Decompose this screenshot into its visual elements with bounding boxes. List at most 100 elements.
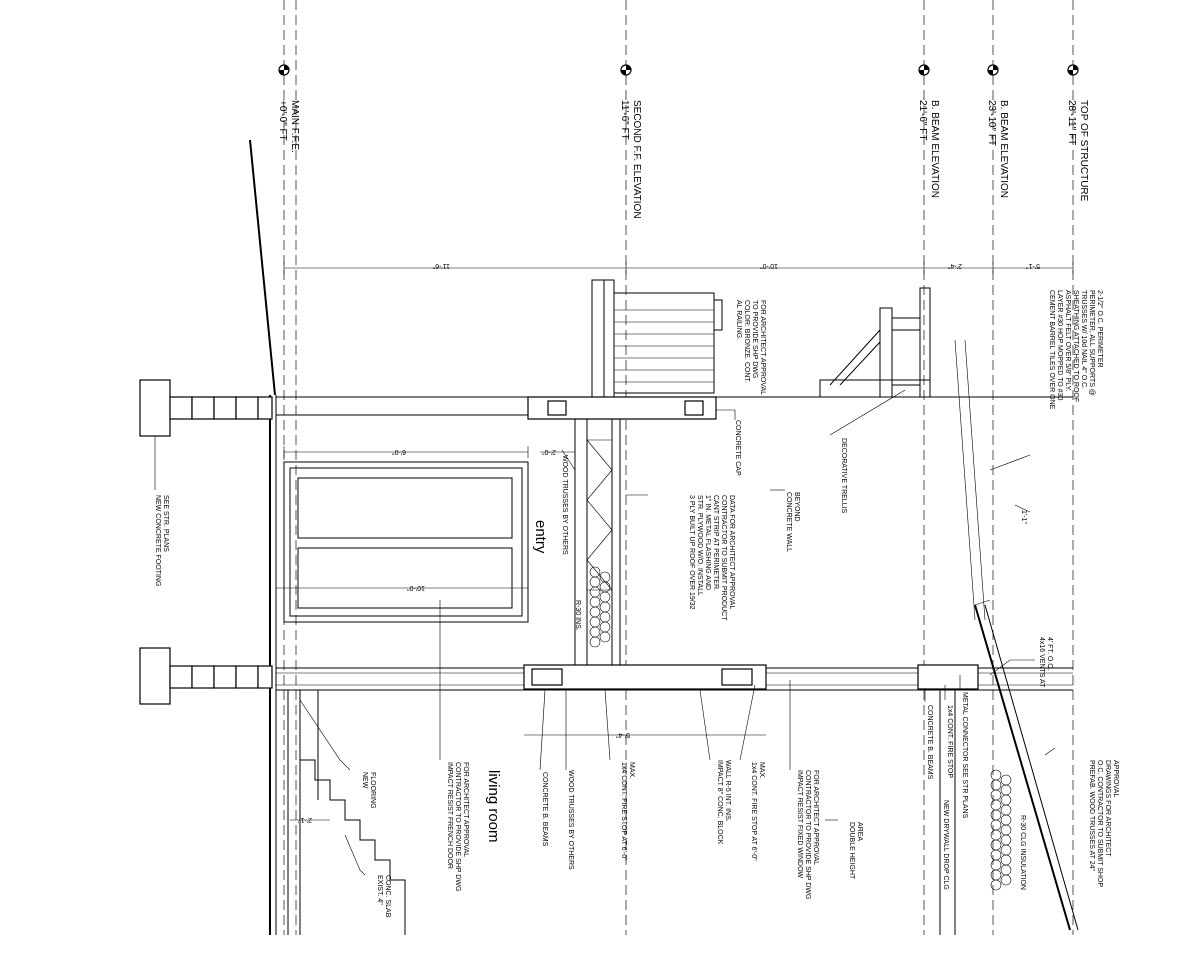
note-line: ASPHALT FELT OVER 5/8" PLY. [1064, 290, 1071, 391]
note-line: PREFAB. WOOD TRUSSES AT 24" [1088, 760, 1095, 872]
note-line: 3 PLY BUILT UP ROOF OVER 19/32 [688, 495, 695, 610]
dimension-text: 10'-0" [760, 262, 778, 269]
level-value: 28'-11" FT [1066, 100, 1077, 145]
note-line: 1x4 CONT. FIRE STOP AT 6'-0" [620, 762, 627, 861]
note-line: FOR ARCHITECT APPROVAL [812, 770, 819, 865]
dimension-text: 11'-6" [432, 262, 450, 269]
note-line: DOUBLE HEIGHT [848, 822, 855, 880]
note-trusses-top: WOOD TRUSSES BY OTHERS [561, 449, 576, 555]
lower-dimension-string: 5'-4" [524, 731, 766, 738]
note-line: AREA [856, 822, 863, 841]
footing-bottom [139, 647, 273, 705]
note-beams-right: CONCRETE B. BEAMS [924, 688, 933, 780]
level-marker-icon [987, 64, 999, 76]
level-value: 23'-10" FT [986, 100, 997, 146]
note-beams-low: CONCRETE B. BEAMS [539, 689, 548, 847]
room-label-living: living room [485, 770, 502, 843]
note-line: NEW [361, 772, 368, 789]
note-line: IMPACT RESIST FRENCH DOOR [446, 762, 453, 869]
note-line: DECORATIVE TRELLIS [840, 438, 847, 514]
dimension-text: 1'-1" [1020, 510, 1027, 524]
note-drywall: NEW DRYWALL DROP CLG [942, 800, 949, 890]
dimension-text: 6'-0" [392, 448, 406, 455]
sloped-roof: 1'-1" [954, 339, 1079, 931]
dimension-text: 5'-1" [1026, 262, 1040, 269]
level-marker-icon [620, 64, 632, 76]
note-door: IMPACT RESIST FRENCH DOOR CONTRACTOR TO … [439, 600, 469, 891]
note-line: R-30 CLG INSULATION [1019, 815, 1026, 890]
note-flooring: NEW FLOORING [299, 699, 376, 809]
note-r30clg: R-30 CLG INSULATION [1019, 815, 1026, 890]
level-name: SECOND F.F. ELEVATION [631, 100, 642, 219]
note-line: 1x4 CONT. FIRE STOP [946, 705, 953, 778]
note-firestop1: 1x4 CONT. FIRE STOP AT 6'-0" MAX. [604, 689, 635, 861]
note-line: DRAWINGS FOR ARCHITECT [1104, 760, 1111, 857]
top-dimension-string: 11'-6" 10'-0" 2'-4" 5'-1" [283, 262, 1074, 274]
room-label-entry: entry [532, 520, 549, 554]
note-railing: AL RAILING. COLOR: BRONZE. CONT. TO PROV… [735, 300, 766, 395]
note-line: CONCRETE WALL [785, 492, 792, 552]
note-line: COLOR: BRONZE. CONT. [743, 300, 750, 383]
note-line: STR. PLYWOOD W/O. INSTALL [696, 495, 703, 596]
note-line: LAYER #30 HOP MOPPED TO #30 [1056, 290, 1063, 400]
note-line: WALL R-5 INT. INS. [724, 760, 731, 822]
level-value: 21'-6" FT [917, 100, 928, 140]
note-line: 4' FT. O.C. [1046, 637, 1053, 670]
note-line: R-30 INS. [574, 600, 581, 631]
note-cap: CONCRETE CAP [716, 409, 741, 476]
note-vents: 4x16 VENTS AT 4' FT. O.C. [989, 637, 1053, 688]
note-trellis: DECORATIVE TRELLIS [829, 389, 906, 514]
lower-slab-steps: 2'-1" [287, 690, 406, 935]
insulation-batt-entry [589, 566, 611, 648]
note-line: FOR ARCHITECT APPROVAL [462, 762, 469, 857]
note-window: IMPACT RESIST FIXED WINDOW CONTRACTOR TO… [789, 680, 819, 899]
note-line: CONTRACTOR TO PROVIDE SHP DWG [454, 762, 461, 891]
note-tiles: CEMENT BARREL TILES OVER ONE LAYER #30 H… [989, 290, 1103, 471]
note-block: IMPACT 8" CONC. BLOCK WALL R-5 INT. INS. [699, 689, 731, 845]
note-builtup: 3 PLY BUILT UP ROOF OVER 19/32 STR. PLYW… [626, 494, 735, 621]
note-line: BEYOND [793, 492, 800, 522]
dimension-text: 2'-1" [298, 816, 312, 823]
lower-floor-band [276, 664, 1073, 691]
note-line: MAX. [628, 762, 635, 779]
footing-top [139, 379, 273, 437]
level-marker-icon [1067, 64, 1079, 76]
note-trusses-low: WOOD TRUSSES BY OTHERS [565, 690, 574, 870]
note-slab: EXIST. 4" CONC. SLAB [344, 834, 391, 918]
note-line: DATA FOR ARCHITECT APPROVAL [728, 495, 735, 609]
level-marker-icon [278, 64, 290, 76]
level-labels: MAIN F.F.E. +0'-0" FT SECOND F.F. ELEVAT… [277, 100, 1089, 219]
level-markers [278, 64, 1079, 76]
note-line: CONTRACTOR TO PROVIDE SHP DWG [804, 770, 811, 899]
note-line: NEW DRYWALL DROP CLG [942, 800, 949, 890]
dimension-text: 2'-0" [542, 448, 556, 455]
note-line: IMPACT RESIST FIXED WINDOW [796, 770, 803, 879]
note-line: O.C. CONTRACTOR TO SUBMIT SHOP [1096, 760, 1103, 887]
note-line: CEMENT BARREL TILES OVER ONE [1048, 290, 1055, 410]
note-line: APPROVAL [1112, 760, 1119, 797]
note-double: DOUBLE HEIGHT AREA [825, 819, 863, 880]
note-line: TRUSSES W/ 10d NAIL 4" O.C. [1080, 290, 1087, 389]
note-line: SHEATHING ATTACHED TO ROOF [1072, 290, 1079, 402]
note-line: PERIMETER, ALL SUPPORTS @ [1088, 290, 1095, 396]
level-name: TOP OF STRUCTURE [1078, 100, 1089, 202]
note-line: 1" IN. METAL FLASHING AND [704, 495, 711, 590]
level-marker-icon [918, 64, 930, 76]
note-line: CONC. SLAB [384, 875, 391, 918]
level-name: B. BEAM ELEVATION [929, 100, 940, 198]
note-line: MAX. [758, 762, 765, 779]
decorative-trellis [819, 287, 955, 398]
note-line: 2-1/2" O.C. PERIMETER [1096, 290, 1103, 368]
note-line: AL RAILING. [735, 300, 742, 340]
level-value: +0'-0" FT [277, 100, 288, 141]
note-footing: NEW CONCRETE FOOTING SEE STR. PLANS [154, 436, 169, 586]
double-height-zone [939, 690, 956, 935]
railing [591, 279, 723, 398]
level-value: 11'-6" FT [619, 100, 630, 140]
note-line: NEW CONCRETE FOOTING [154, 495, 161, 586]
note-prefab: PREFAB. WOOD TRUSSES AT 24" O.C. CONTRAC… [1044, 747, 1119, 887]
note-line: EXIST. 4" [376, 875, 383, 905]
note-wall-beyond: CONCRETE WALL BEYOND [770, 489, 800, 552]
note-line: CONTRACTOR TO SUBMIT PRODUCT [720, 495, 727, 621]
